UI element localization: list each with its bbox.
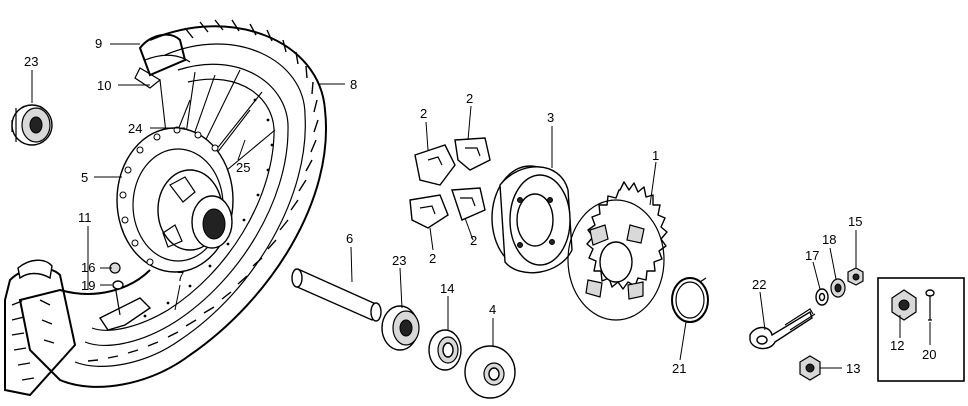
label-14: 14 bbox=[440, 281, 454, 296]
label-21: 21 bbox=[672, 361, 686, 376]
label-16: 16 bbox=[81, 260, 95, 275]
label-23-left: 23 bbox=[24, 54, 38, 69]
label-2-d: 2 bbox=[470, 233, 477, 248]
label-8: 8 bbox=[350, 77, 357, 92]
label-1: 1 bbox=[652, 148, 659, 163]
label-10: 10 bbox=[97, 78, 111, 93]
label-2-b: 2 bbox=[466, 91, 473, 106]
label-2-a: 2 bbox=[420, 106, 427, 121]
sprocket-flange bbox=[491, 165, 573, 274]
leader-lines bbox=[31, 43, 931, 369]
label-20: 20 bbox=[922, 347, 936, 362]
axle-nut-washers bbox=[815, 267, 864, 306]
label-22: 22 bbox=[752, 277, 766, 292]
chain-adjuster bbox=[749, 308, 816, 350]
oil-seal bbox=[428, 329, 462, 371]
rear-sprocket bbox=[567, 181, 668, 321]
label-3: 3 bbox=[547, 110, 554, 125]
label-11: 11 bbox=[78, 210, 92, 225]
label-13: 13 bbox=[846, 361, 860, 376]
label-4: 4 bbox=[489, 302, 496, 317]
part-number-labels: 9 10 8 23 24 5 25 11 16 19 7 2 2 2 2 3 1… bbox=[24, 36, 936, 376]
rim-band bbox=[144, 54, 191, 63]
label-23-center: 23 bbox=[392, 253, 406, 268]
label-7: 7 bbox=[177, 269, 184, 284]
wheel-bearing-center bbox=[381, 305, 420, 351]
rim-lock bbox=[98, 297, 152, 331]
tire-tread bbox=[87, 19, 319, 362]
label-19: 19 bbox=[81, 278, 95, 293]
axle-nut bbox=[799, 355, 821, 381]
wheel-bearing-left bbox=[11, 104, 53, 146]
label-25: 25 bbox=[236, 160, 250, 175]
label-24: 24 bbox=[128, 121, 142, 136]
rim bbox=[84, 63, 289, 346]
label-15: 15 bbox=[848, 214, 862, 229]
label-6: 6 bbox=[346, 231, 353, 246]
label-9: 9 bbox=[95, 36, 102, 51]
label-2-c: 2 bbox=[429, 251, 436, 266]
tire bbox=[18, 25, 327, 388]
inset-box bbox=[877, 277, 965, 382]
damper-rubbers bbox=[409, 137, 491, 229]
label-5: 5 bbox=[81, 170, 88, 185]
tire-section bbox=[4, 267, 77, 397]
rear-wheel-assembly bbox=[4, 19, 327, 397]
label-17: 17 bbox=[805, 248, 819, 263]
snap-ring bbox=[671, 277, 709, 323]
axle-sleeve bbox=[291, 268, 382, 322]
label-12: 12 bbox=[890, 338, 904, 353]
side-collar bbox=[464, 345, 516, 399]
label-18: 18 bbox=[822, 232, 836, 247]
